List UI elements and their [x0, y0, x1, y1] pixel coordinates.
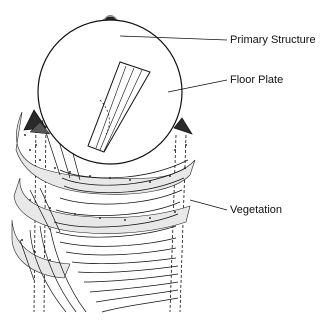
label-floor-plate: Floor Plate	[230, 74, 283, 87]
label-primary-structure: Primary Structure	[230, 34, 316, 47]
label-vegetation: Vegetation	[230, 204, 282, 217]
leader-vegetation	[190, 200, 227, 210]
